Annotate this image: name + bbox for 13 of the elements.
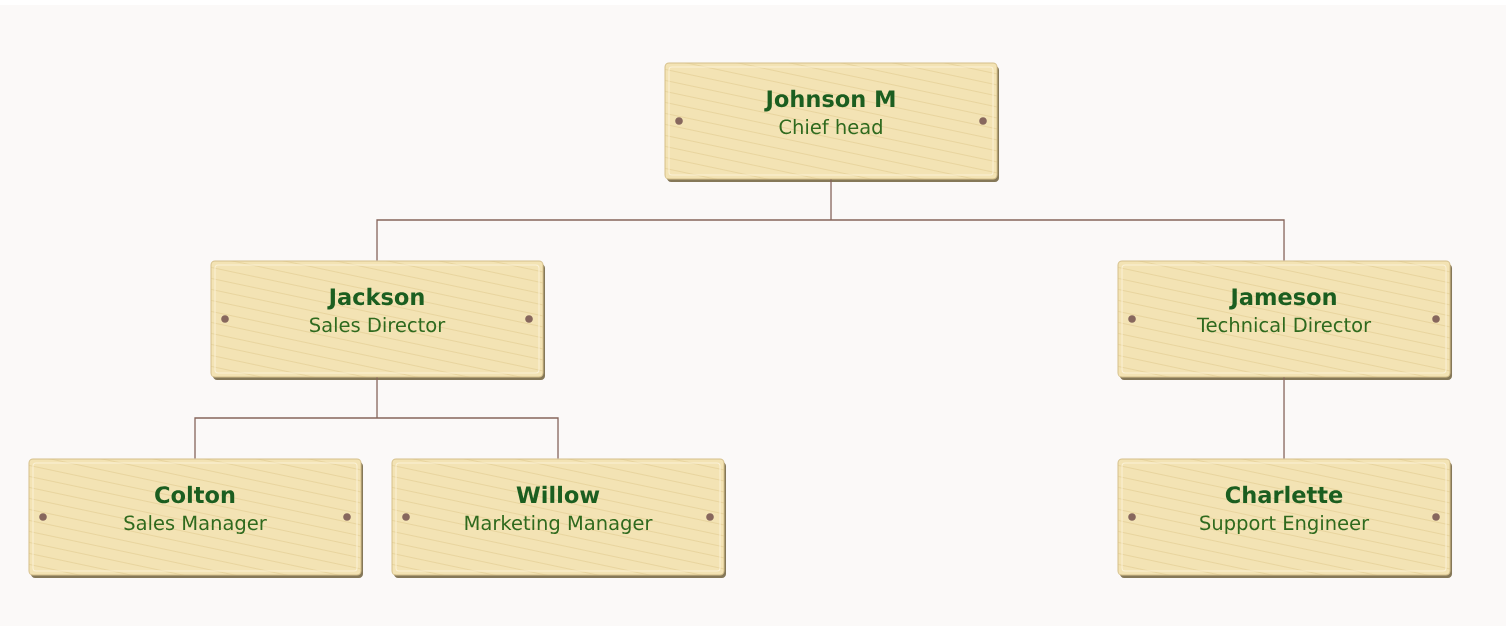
- name-plate: Charlette Support Engineer: [1117, 458, 1452, 578]
- name-plate: Johnson M Chief head: [664, 62, 999, 182]
- connector-line: [376, 376, 378, 419]
- connector-line: [1283, 376, 1285, 460]
- name-plate: Jackson Sales Director: [210, 260, 545, 380]
- connector-line: [376, 219, 832, 262]
- connector-line: [376, 417, 559, 460]
- name-plate: Willow Marketing Manager: [391, 458, 726, 578]
- connector-line: [830, 219, 1285, 262]
- connector-line: [194, 417, 378, 460]
- name-plate: Jameson Technical Director: [1117, 260, 1452, 380]
- connector-line: [830, 178, 832, 221]
- name-plate: Colton Sales Manager: [28, 458, 363, 578]
